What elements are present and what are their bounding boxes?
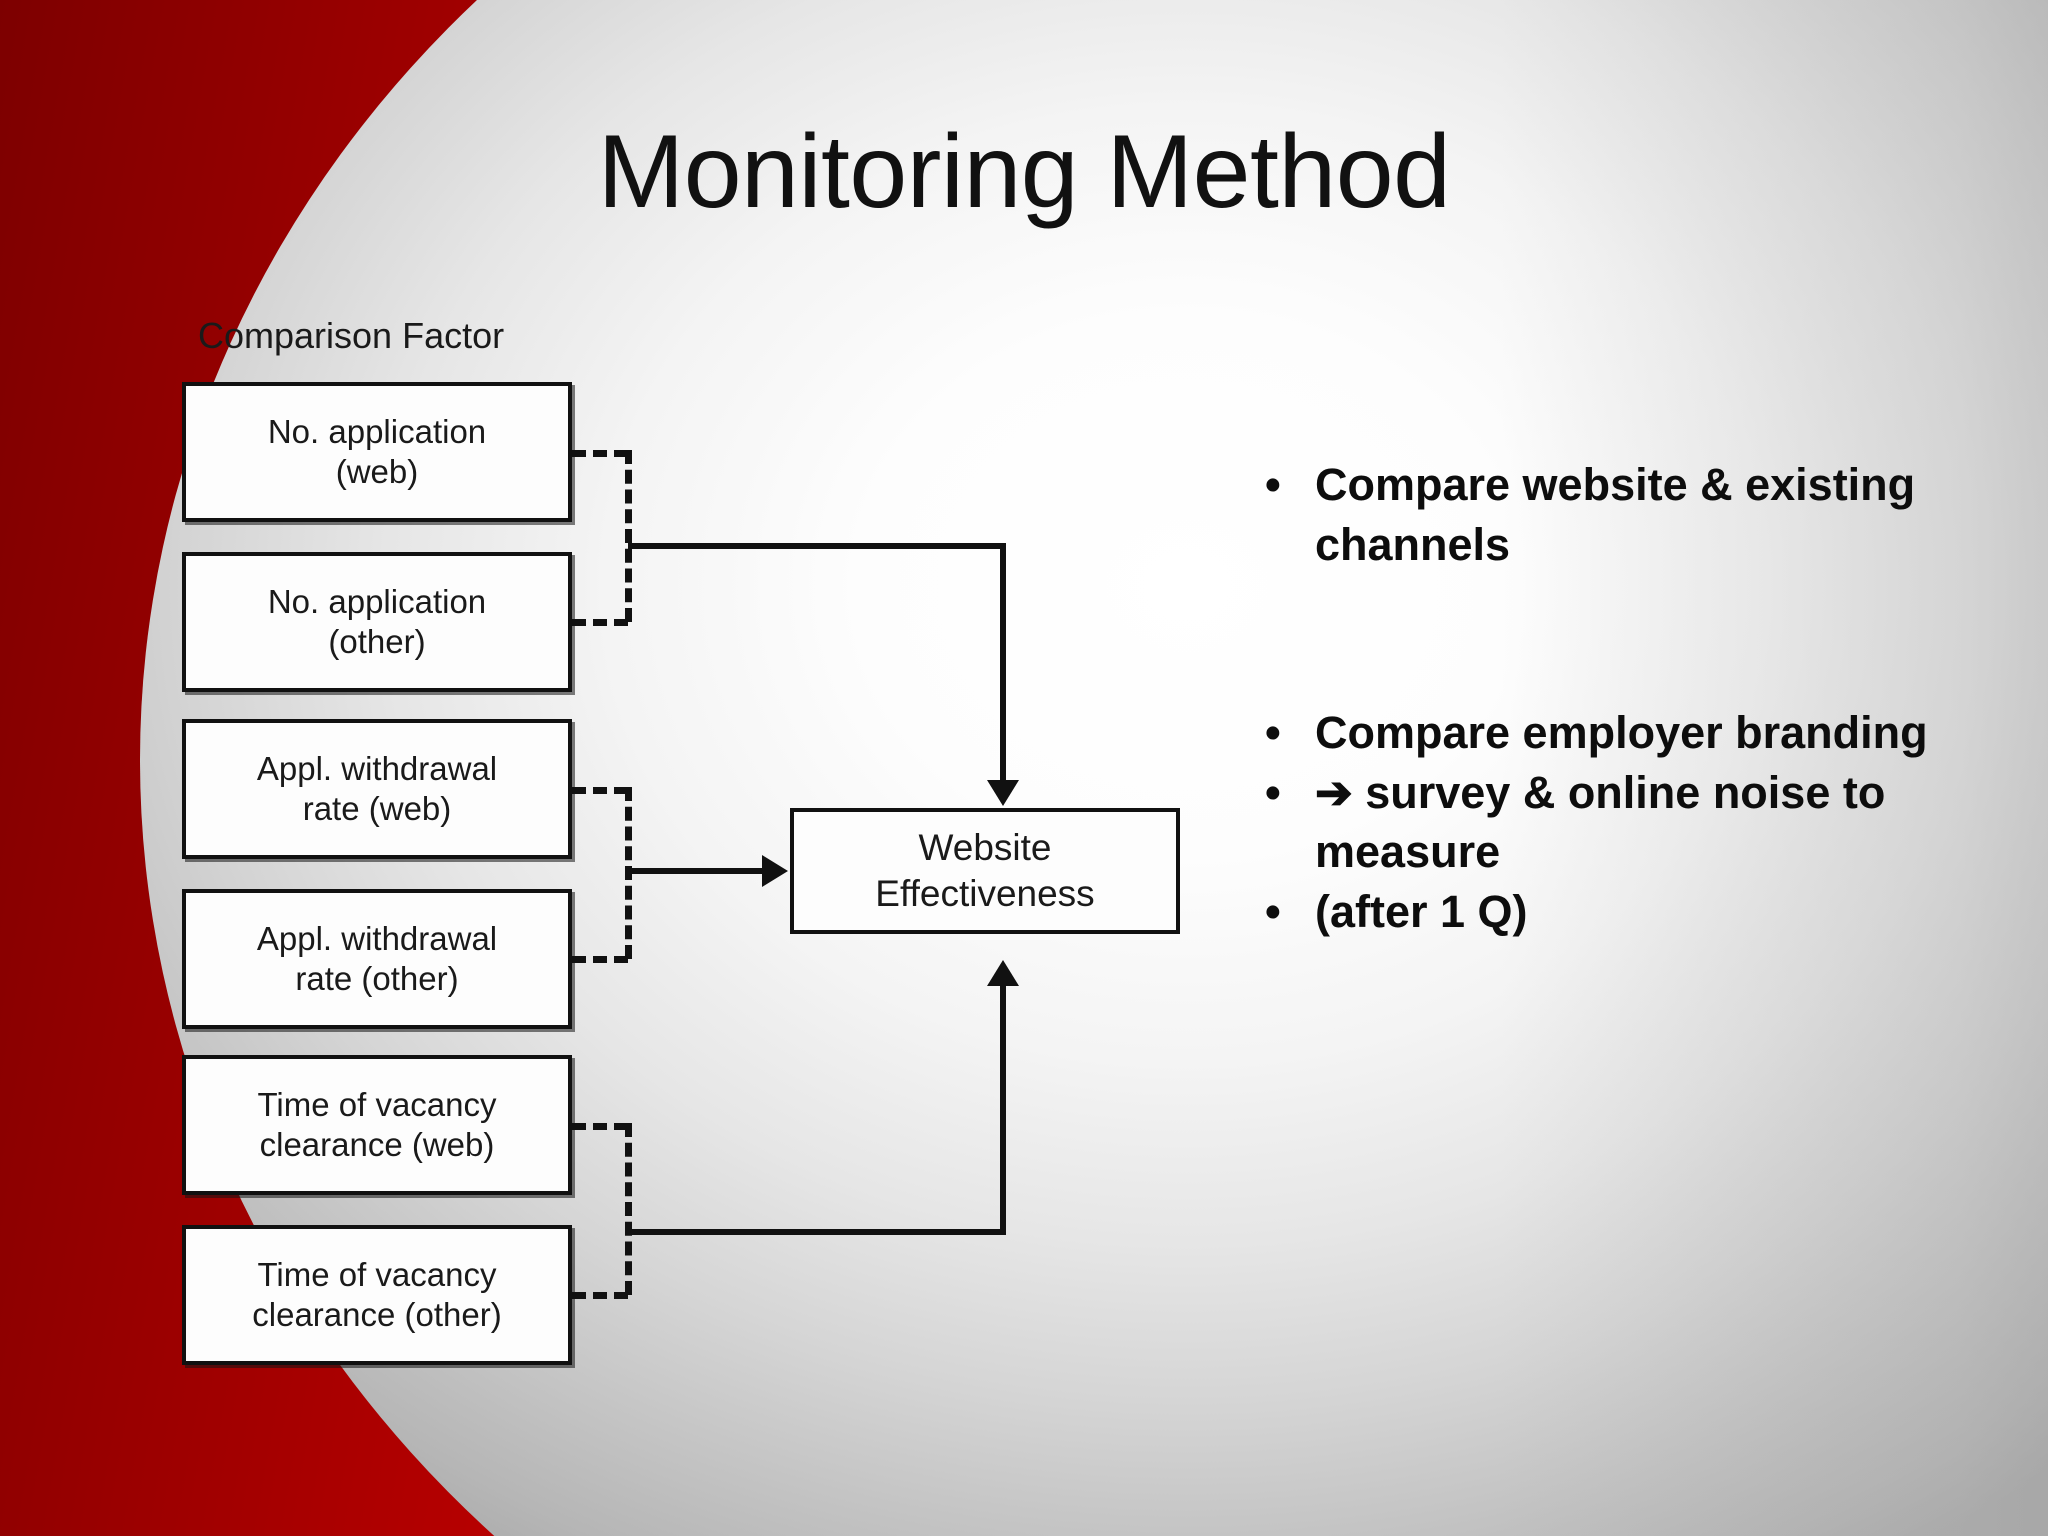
factor-line-2: (other) [328, 623, 426, 660]
bullet-item-after-1-q: • (after 1 Q) [1265, 882, 1965, 942]
factor-box-time-vacancy-web[interactable]: Time of vacancy clearance (web) [182, 1055, 572, 1195]
connector-dashed-stub-group1-top [572, 450, 628, 457]
factor-line-2: clearance (web) [259, 1126, 495, 1163]
bullet-item-compare-website: • Compare website & existing channels [1265, 455, 1965, 575]
bullet-item-compare-employer-branding: • Compare employer branding [1265, 703, 1965, 763]
factor-box-no-application-web[interactable]: No. application (web) [182, 382, 572, 522]
comparison-factor-label: Comparison Factor [198, 315, 505, 356]
target-line-2: Effectiveness [875, 873, 1095, 914]
connector-dashed-stub-group1-bottom [572, 619, 628, 626]
factor-line-2: (web) [335, 453, 419, 490]
factor-line-1: Appl. withdrawal [256, 919, 498, 957]
connector-dashed-stub-group3-bottom [572, 1292, 628, 1299]
factor-box-text: No. application (web) [268, 412, 486, 493]
factor-line-2: clearance (other) [252, 1296, 502, 1333]
bullet-list: • Compare website & existing channels • … [1265, 455, 1965, 942]
bullet-dot-icon: • [1265, 766, 1281, 818]
factor-line-2: rate (web) [302, 790, 452, 827]
factor-box-text: Appl. withdrawal rate (other) [257, 919, 497, 1000]
bullet-dot-icon: • [1265, 459, 1281, 510]
connector-dashed-vertical-group1 [625, 450, 632, 622]
factor-line-1: Appl. withdrawal [256, 749, 498, 787]
connector-dashed-stub-group2-bottom [572, 956, 628, 963]
page-title: Monitoring Method [597, 114, 1451, 230]
bullet-spacer [1265, 575, 1965, 703]
factor-line-2: rate (other) [295, 960, 459, 997]
bullet-item-survey-online-noise: • ➔ survey & online noise to measure [1265, 763, 1965, 883]
connector-dashed-stub-group2-top [572, 787, 628, 794]
factor-box-text: Appl. withdrawal rate (web) [257, 749, 497, 830]
target-line-1: Website [918, 826, 1052, 868]
factor-box-no-application-other[interactable]: No. application (other) [182, 552, 572, 692]
website-effectiveness-text: Website Effectiveness [875, 825, 1094, 918]
factor-line-1: No. application [267, 412, 487, 450]
connector-group2-horizontal [628, 868, 768, 874]
bullet-dot-icon: • [1265, 706, 1281, 758]
factor-line-1: No. application [267, 582, 487, 620]
factor-box-text: Time of vacancy clearance (web) [257, 1085, 496, 1166]
connector-group1-vertical-down [1000, 543, 1006, 783]
connector-group3-vertical-up [1000, 985, 1006, 1235]
bullet-dot-icon: • [1265, 886, 1281, 938]
factor-line-1: Time of vacancy [257, 1085, 497, 1123]
connector-dashed-vertical-group3 [625, 1123, 632, 1295]
factor-box-text: Time of vacancy clearance (other) [252, 1255, 501, 1336]
bullet-text: ➔ survey & online noise to measure [1315, 766, 1886, 878]
connector-group1-horizontal [628, 543, 1006, 549]
bullet-text: (after 1 Q) [1315, 886, 1528, 938]
factor-box-appl-withdrawal-web[interactable]: Appl. withdrawal rate (web) [182, 719, 572, 859]
connector-group3-horizontal [628, 1229, 1006, 1235]
bullet-text: Compare website & existing channels [1315, 459, 1916, 570]
arrow-right-icon-group2 [762, 855, 788, 887]
factor-line-1: Time of vacancy [257, 1255, 497, 1293]
connector-dashed-stub-group3-top [572, 1123, 628, 1130]
website-effectiveness-box[interactable]: Website Effectiveness [790, 808, 1180, 934]
factor-box-time-vacancy-other[interactable]: Time of vacancy clearance (other) [182, 1225, 572, 1365]
arrow-up-icon-group3 [987, 960, 1019, 986]
factor-box-appl-withdrawal-other[interactable]: Appl. withdrawal rate (other) [182, 889, 572, 1029]
arrow-down-icon-group1 [987, 780, 1019, 806]
factor-box-text: No. application (other) [268, 582, 486, 663]
bullet-text: Compare employer branding [1315, 706, 1928, 758]
